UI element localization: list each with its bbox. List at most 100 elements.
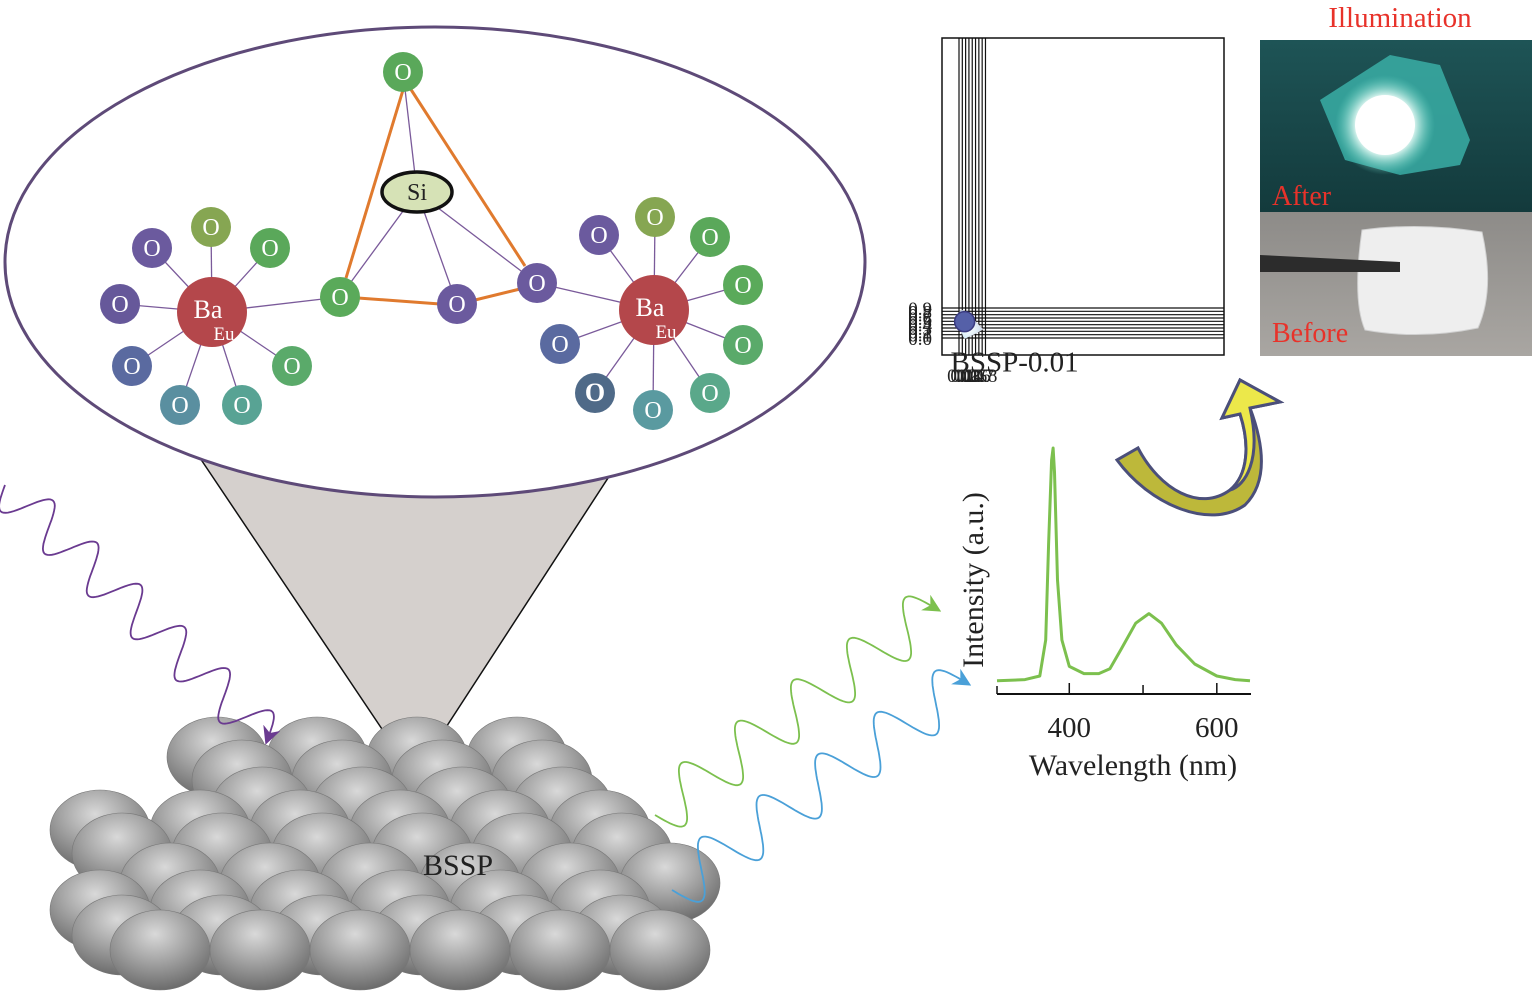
cie-y-tick: 0.3 <box>908 319 932 340</box>
bssp-particle-cluster <box>49 716 721 991</box>
oxygen-atom <box>579 215 619 255</box>
oxygen-label: O <box>701 381 718 407</box>
oxygen-label: O <box>233 393 250 419</box>
cie-y-tick: 0.5 <box>908 312 932 333</box>
oxygen-atom <box>690 217 730 257</box>
oxygen-label: O <box>448 292 465 318</box>
europium-label: Eu <box>655 322 677 343</box>
oxygen-label: O <box>111 292 128 318</box>
oxygen-atom <box>517 263 557 303</box>
tetrahedron-edge <box>408 87 527 267</box>
oxygen-label: O <box>123 354 140 380</box>
tetrahedron-edge <box>474 287 521 302</box>
barium-atom <box>619 275 689 345</box>
oxygen-atom <box>723 325 763 365</box>
oxygen-atom <box>160 385 200 425</box>
blue-emission-wave-arrow <box>671 668 972 903</box>
silicon-label: Si <box>407 180 427 206</box>
barium-atom <box>177 277 247 347</box>
cie-y-tick: 0.8 <box>908 302 932 323</box>
cie-x-tick: 0.3 <box>957 366 981 387</box>
cie-point <box>953 310 976 333</box>
silicon-atom <box>380 170 454 214</box>
cie-point-label: BSSP-0.01 <box>951 347 1079 379</box>
photo-after-illumination <box>1260 40 1532 212</box>
tetrahedron-edge <box>357 296 441 306</box>
particle-sphere <box>509 909 611 991</box>
oxygen-atom <box>191 207 231 247</box>
cie-y-tick: 0.0 <box>908 329 932 350</box>
before-label: Before <box>1272 318 1348 349</box>
particle-sphere <box>309 909 411 991</box>
oxygen-label: O <box>734 333 751 359</box>
oxygen-label: O <box>261 236 278 262</box>
cie-plot-frame <box>941 37 1225 356</box>
spectrum-line <box>996 446 1251 683</box>
oxygen-label: O <box>283 354 300 380</box>
spectrum-x-label: Wavelength (nm) <box>1029 749 1237 782</box>
oxygen-atom <box>272 346 312 386</box>
tweezers <box>1260 255 1400 272</box>
particle-sphere <box>609 909 711 991</box>
cie-x-tick: 0.6 <box>967 366 991 387</box>
barium-label: Ba <box>194 295 223 324</box>
oxygen-atom <box>383 52 423 92</box>
oxygen-label: O <box>528 271 545 297</box>
structure-zoom-ellipse <box>3 25 867 499</box>
cie-x-tick: 0.7 <box>970 366 994 387</box>
oxygen-label: O <box>734 273 751 299</box>
spectrum-y-label: Intensity (a.u.) <box>957 492 990 668</box>
cie-x-tick: 0.5 <box>964 366 988 387</box>
oxygen-label: O <box>644 398 661 424</box>
oxygen-label: O <box>585 378 605 407</box>
oxygen-atom <box>112 346 152 386</box>
cie-y-tick: 0.9 <box>908 299 932 320</box>
cie-x-tick: 0.1 <box>950 366 974 387</box>
cie-x-tick: 0.4 <box>960 366 984 387</box>
cie-y-tick: 0.4 <box>908 316 932 337</box>
zoom-cone <box>198 457 610 736</box>
cie-y-tick: 0.6 <box>908 309 932 330</box>
cie-y-tick: 0.1 <box>908 326 932 347</box>
oxygen-atom <box>320 277 360 317</box>
cie-x-tick: 0.0 <box>947 366 971 387</box>
oxygen-label: O <box>202 215 219 241</box>
illumination-title: Illumination <box>1328 2 1472 34</box>
oxygen-atom <box>540 324 580 364</box>
particle-sphere <box>209 909 311 991</box>
oxygen-label: O <box>171 393 188 419</box>
cie-y-tick: 0.7 <box>908 306 932 327</box>
europium-label: Eu <box>213 324 235 345</box>
bssp-label: BSSP <box>423 849 493 882</box>
oxygen-label: O <box>331 285 348 311</box>
photo-before-illumination <box>1260 212 1532 356</box>
oxygen-label: O <box>143 236 160 262</box>
oxygen-label: O <box>551 332 568 358</box>
cie-y-tick: 0.2 <box>908 322 932 343</box>
oxygen-atom <box>100 284 140 324</box>
oxygen-atom <box>690 373 730 413</box>
cie-x-tick: 0.8 <box>974 366 998 387</box>
particle-sphere <box>409 909 511 991</box>
after-label: After <box>1272 181 1332 212</box>
oxygen-atom <box>723 265 763 305</box>
oxygen-label: O <box>590 223 607 249</box>
cie-chromaticity-chart: 0.00.10.20.30.40.50.60.70.80.90.80.70.60… <box>908 37 1225 387</box>
oxygen-label: O <box>646 205 663 231</box>
green-emission-wave-arrow <box>654 594 942 828</box>
tetrahedron-edge <box>344 89 405 279</box>
oxygen-atom <box>132 228 172 268</box>
particle-sphere <box>109 909 211 991</box>
oxygen-atom <box>575 373 615 413</box>
oxygen-atom <box>635 197 675 237</box>
cie-x-tick: 0.2 <box>954 366 978 387</box>
oxygen-label: O <box>701 225 718 251</box>
spectrum-x-tick: 400 <box>1048 712 1092 744</box>
oxygen-atom <box>437 284 477 324</box>
excitation-wave-arrow <box>0 484 281 745</box>
oxygen-atom <box>222 385 262 425</box>
barium-label: Ba <box>636 293 665 322</box>
